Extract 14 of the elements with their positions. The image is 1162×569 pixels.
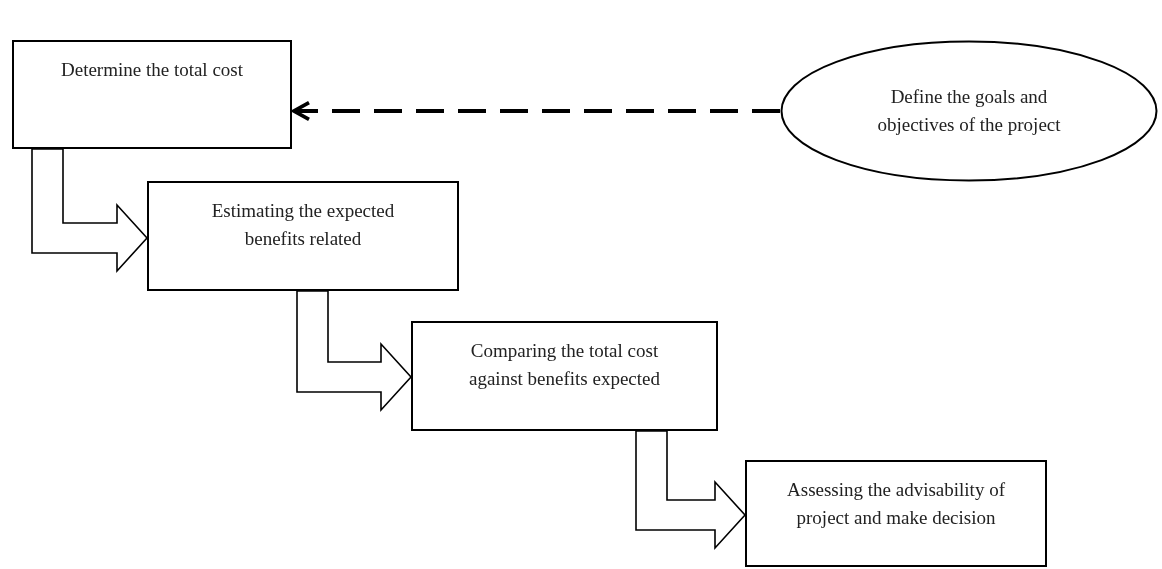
process-box — [12, 40, 292, 149]
block-arrow — [635, 430, 747, 551]
node-text: Estimating the expected benefits related — [210, 199, 396, 251]
process-box — [147, 181, 459, 291]
block-arrow — [296, 290, 413, 413]
process-box — [745, 460, 1047, 567]
node-text: Define the goals and objectives of the project — [876, 85, 1062, 137]
block-arrow — [31, 148, 149, 274]
node-text: Comparing the total cost against benefits expected — [468, 339, 661, 391]
node-text: Determine the total cost — [60, 58, 244, 82]
dashed-arrow — [292, 100, 780, 122]
node-text: Assessing the advisability of project and make decision — [787, 478, 1005, 530]
start-ellipse — [780, 40, 1158, 182]
process-box — [411, 321, 718, 431]
